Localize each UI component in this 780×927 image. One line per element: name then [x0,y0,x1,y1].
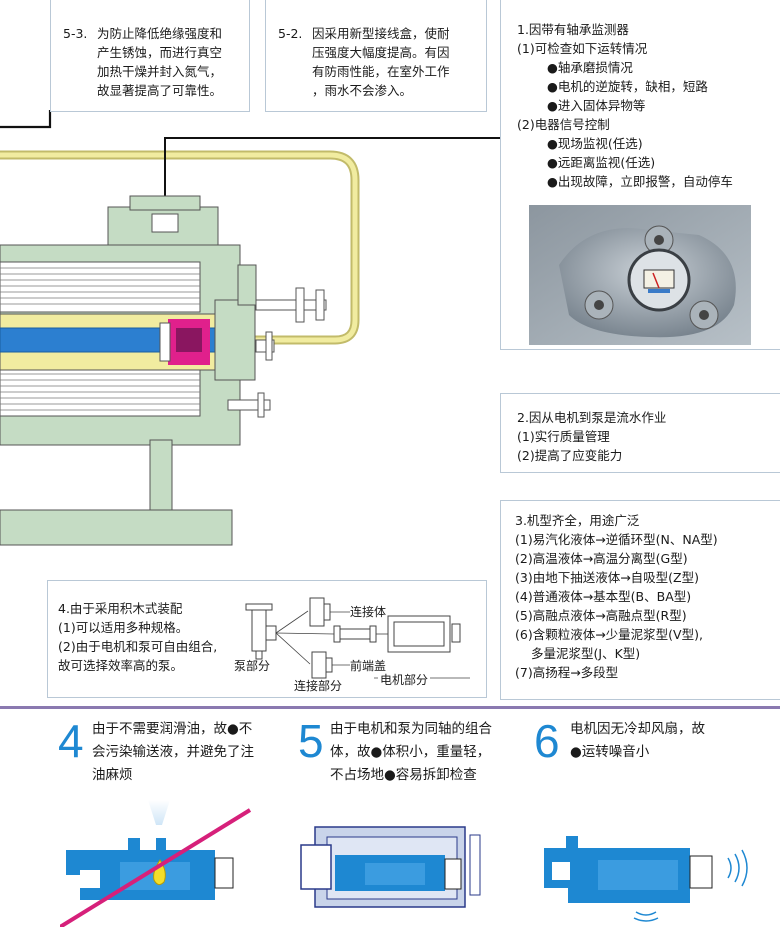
feature-6-desc: 电机因无冷却风扇，故 ●运转噪音小 [570,718,705,764]
feature-5-desc-line: 由于电机和泵为同轴的组合 [330,721,492,737]
feature-4-line: (2)由于电机和泵可自由组合, [58,639,218,654]
feature-1-item: ●出现故障，立即报警，自动停车 [547,174,733,189]
feature-4-desc-line: 会污染输送液，并避免了注 [92,744,254,760]
feature-2-box: 2.因从电机到泵是流水作业 (1)实行质量管理 (2)提高了应变能力 [500,393,780,473]
feature-3-line: (5)高融点液体→高融点型(R型) [515,608,687,623]
feature-4-desc-line: 由于不需要润滑油，故●不 [92,721,253,737]
feature-3-line: (3)由地下抽送液体→自吸型(Z型) [515,570,699,585]
feature-1-item: ●电机的逆旋转，缺相，短路 [547,79,708,94]
feature-3-line: (1)易汽化液体→逆循环型(N、NA型) [515,532,718,547]
pump-cutaway-drawing [0,110,500,546]
feature-5-number: 5 [298,715,324,767]
feature-1-item: ●现场监视(任选) [547,136,643,151]
feature-1-title: 1.因带有轴承监测器 [517,22,629,37]
label-pump-part: 泵部分 [234,659,271,673]
label-motor-part: 电机部分 [378,671,431,690]
note-5-2-line: 因采用新型接线盒，使耐 [312,26,450,41]
feature-4-line: (1)可以适用多种规格。 [58,620,189,635]
bearing-monitor-photo [529,205,751,345]
note-5-3-number: 5-3. [63,26,88,41]
feature-6-desc-line: ●运转噪音小 [570,744,650,760]
feature-5-desc-line: 体，故●体积小，重量轻， [330,744,491,760]
feature-6-desc-line: 电机因无冷却风扇，故 [570,721,705,737]
feature-3-line: (6)含颗粒液体→少量泥浆型(V型), [515,627,703,642]
low-noise-illustration [544,836,748,922]
feature-4-box: 4.由于采用积木式装配 (1)可以适用多种规格。 (2)由于电机和泵可自由组合,… [47,580,487,698]
feature-4-desc: 由于不需要润滑油，故●不 会污染输送液，并避免了注 油麻烦 [92,718,254,787]
label-front-cover: 前端盖 [350,659,387,673]
feature-1-sub1: (1)可检查如下运转情况 [517,41,648,56]
feature-1-box: 1.因带有轴承监测器 (1)可检查如下运转情况 ●轴承磨损情况 ●电机的逆旋转，… [500,0,780,350]
feature-3-line: 多量泥浆型(J、K型) [531,646,641,661]
label-connector: 连接体 [350,605,387,619]
label-connector-part: 连接部分 [294,679,343,693]
note-5-3-line: 故显著提高了可靠性。 [97,83,223,98]
modular-assembly-diagram [245,597,470,679]
feature-3-title: 3.机型齐全，用途广泛 [515,513,640,528]
feature-5-desc-line: 不占场地●容易拆卸检查 [330,767,477,783]
feature-1-item: ●轴承磨损情况 [547,60,633,75]
compact-design-illustration [300,826,481,908]
feature-4-desc-line: 油麻烦 [92,767,133,783]
feature-2-line: (2)提高了应变能力 [517,448,623,463]
section-divider [0,706,780,709]
feature-2-title: 2.因从电机到泵是流水作业 [517,410,667,425]
feature-1-item: ●远距离监视(任选) [547,155,656,170]
note-5-2-box: 5-2. 因采用新型接线盒，使耐 压强度大幅度提高。有因 有防雨性能，在室外工作… [265,0,487,112]
feature-3-line: (4)普通液体→基本型(B、BA型) [515,589,692,604]
feature-4-line: 故可选择效率高的泵。 [58,658,184,673]
feature-3-line: (7)高扬程→多段型 [515,665,619,680]
feature-1-item: ●进入固体异物等 [547,98,646,113]
feature-4-number: 4 [58,715,84,767]
note-5-3-line: 加热干燥并封入氮气， [97,64,223,79]
note-5-2-number: 5-2. [278,26,303,41]
note-5-2-line: 有防雨性能，在室外工作 [312,64,450,79]
feature-6-number: 6 [534,715,560,767]
note-5-3-line: 为防止降低绝缘强度和 [97,26,223,41]
feature-3-box: 3.机型齐全，用途广泛 (1)易汽化液体→逆循环型(N、NA型) (2)高温液体… [500,500,780,700]
no-lubricant-illustration [60,800,252,927]
feature-1-sub2: (2)电器信号控制 [517,117,610,132]
feature-3-line: (2)高温液体→高温分离型(G型) [515,551,688,566]
note-5-2-line: ，雨水不会渗入。 [312,83,413,98]
feature-5-desc: 由于电机和泵为同轴的组合 体，故●体积小，重量轻， 不占场地●容易拆卸检查 [330,718,492,787]
feature-4-title: 4.由于采用积木式装配 [58,601,183,616]
note-5-3-line: 产生锈蚀，而进行真空 [97,45,223,60]
note-5-3-box: 5-3. 为防止降低绝缘强度和 产生锈蚀，而进行真空 加热干燥并封入氮气， 故显… [50,0,250,112]
feature-2-line: (1)实行质量管理 [517,429,610,444]
note-5-2-line: 压强度大幅度提高。有因 [312,45,450,60]
